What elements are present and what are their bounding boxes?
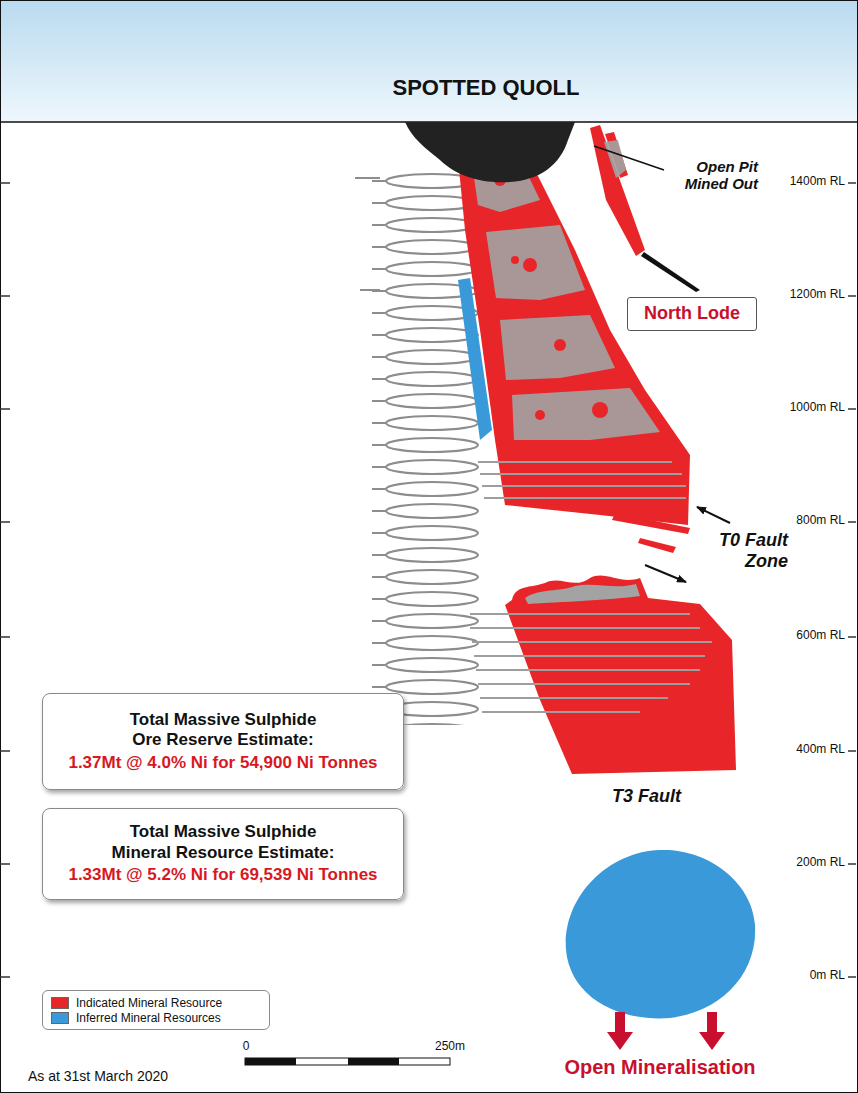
estimate-box: Total Massive Sulphide Ore Reserve Estim… xyxy=(42,693,404,790)
box-heading: North Lode xyxy=(644,303,740,325)
elevation-label: 400m RL xyxy=(770,743,845,757)
ore-drives xyxy=(470,614,712,712)
inferred-lens xyxy=(458,278,492,440)
date-note: As at 31st March 2020 xyxy=(28,1068,278,1084)
fault-slice xyxy=(612,513,690,534)
scale-segment xyxy=(245,1058,296,1065)
indicated-lower-lode xyxy=(505,576,736,774)
legend-box: Indicated Mineral ResourceInferred Miner… xyxy=(42,990,270,1030)
scale-bar xyxy=(245,1058,450,1065)
fault-arrow xyxy=(697,507,730,523)
ore-remnants xyxy=(494,174,608,420)
legend-swatch xyxy=(51,997,69,1009)
elevation-label: 1000m RL xyxy=(770,401,845,415)
box-body: 1.37Mt @ 4.0% Ni for 54,900 Ni Tonnes xyxy=(68,753,377,773)
legend-swatch xyxy=(51,1012,69,1024)
box-heading: Total Massive Sulphide Ore Reserve Estim… xyxy=(118,710,328,751)
box-body: 1.33Mt @ 5.2% Ni for 69,539 Ni Tonnes xyxy=(68,865,377,885)
sky-band xyxy=(0,0,858,122)
legend-row: Indicated Mineral Resource xyxy=(51,995,261,1010)
down-arrow xyxy=(607,1012,633,1050)
legend-row: Inferred Mineral Resources xyxy=(51,1010,261,1025)
decline-spiral xyxy=(372,170,484,725)
elevation-label: 0m RL xyxy=(770,969,845,983)
down-arrow xyxy=(699,1012,725,1050)
pit-label: Open Pit Mined Out xyxy=(668,158,758,193)
scale-segment xyxy=(348,1058,399,1065)
open-pit xyxy=(405,122,575,182)
box-shadow xyxy=(42,693,404,790)
elevation-label: 200m RL xyxy=(770,856,845,870)
inferred-body xyxy=(566,850,755,1018)
elevation-label: 800m RL xyxy=(770,514,845,528)
diagram-title: SPOTTED QUOLL xyxy=(286,76,686,100)
fault-label: T0 Fault Zone xyxy=(700,530,788,571)
elevation-label: 1400m RL xyxy=(770,175,845,189)
access-drive xyxy=(355,177,380,179)
lode-callout-box: North Lode xyxy=(627,297,757,331)
scale-label: 250m xyxy=(420,1040,480,1054)
mined-stopes xyxy=(525,584,640,604)
elevation-label: 1200m RL xyxy=(770,288,845,302)
legend-text: Indicated Mineral Resource xyxy=(76,996,222,1010)
access-drive xyxy=(360,289,380,291)
fault-label: T3 Fault xyxy=(612,786,722,807)
ore-drives xyxy=(478,462,686,498)
elevation-label: 600m RL xyxy=(770,629,845,643)
open-mineralisation-label: Open Mineralisation xyxy=(540,1056,780,1079)
leader-wedge xyxy=(641,252,700,292)
north-lode-body xyxy=(605,132,628,178)
mined-stopes xyxy=(470,140,660,440)
fault-arrow xyxy=(645,565,686,582)
estimate-box: Total Massive Sulphide Mineral Resource … xyxy=(42,808,404,900)
fault-slice xyxy=(638,538,676,553)
legend-text: Inferred Mineral Resources xyxy=(76,1011,221,1025)
scale-label: 0 xyxy=(236,1040,256,1054)
north-lode-body xyxy=(590,125,645,256)
box-shadow xyxy=(42,808,404,900)
box-heading: Total Massive Sulphide Mineral Resource … xyxy=(103,822,343,863)
leader-line xyxy=(594,146,664,170)
